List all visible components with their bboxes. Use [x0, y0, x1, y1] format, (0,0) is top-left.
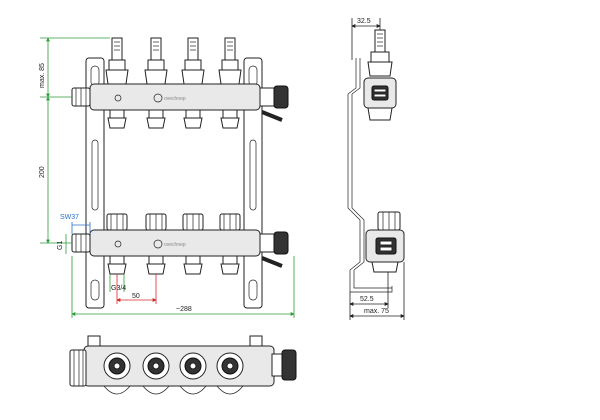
dim-sw37: SW37: [60, 214, 79, 221]
dim-52-5: 52.5: [360, 296, 374, 303]
dim-g34: G3/4: [111, 285, 126, 292]
dim-max-85: max. 85: [39, 63, 46, 88]
front-view: ovechnep ovechnep: [39, 37, 295, 318]
brand-logo-bottom: ovechnep: [164, 242, 186, 248]
drain-valve-bottom: [261, 256, 283, 268]
bottom-right-cap: [281, 349, 297, 381]
dim-g1: G1: [57, 241, 64, 250]
right-cap-bottom: [273, 231, 289, 255]
right-cap-top: [273, 85, 289, 109]
dim-200: 200: [39, 166, 46, 178]
side-view: 32.5 52.5 max. 75: [347, 18, 405, 320]
dim-50: 50: [132, 293, 140, 300]
dim-32-5: 32.5: [357, 18, 371, 25]
flow-meters: [105, 37, 242, 129]
dim-max-75: max. 75: [364, 308, 389, 315]
dim-288: ~288: [176, 306, 192, 313]
bottom-knobs: [103, 352, 244, 380]
brand-logo-top: ovechnep: [164, 96, 186, 102]
bottom-view: [69, 335, 297, 395]
valve-caps: [106, 213, 241, 275]
drain-valve-top: [261, 110, 283, 122]
side-bracket: [347, 58, 393, 293]
